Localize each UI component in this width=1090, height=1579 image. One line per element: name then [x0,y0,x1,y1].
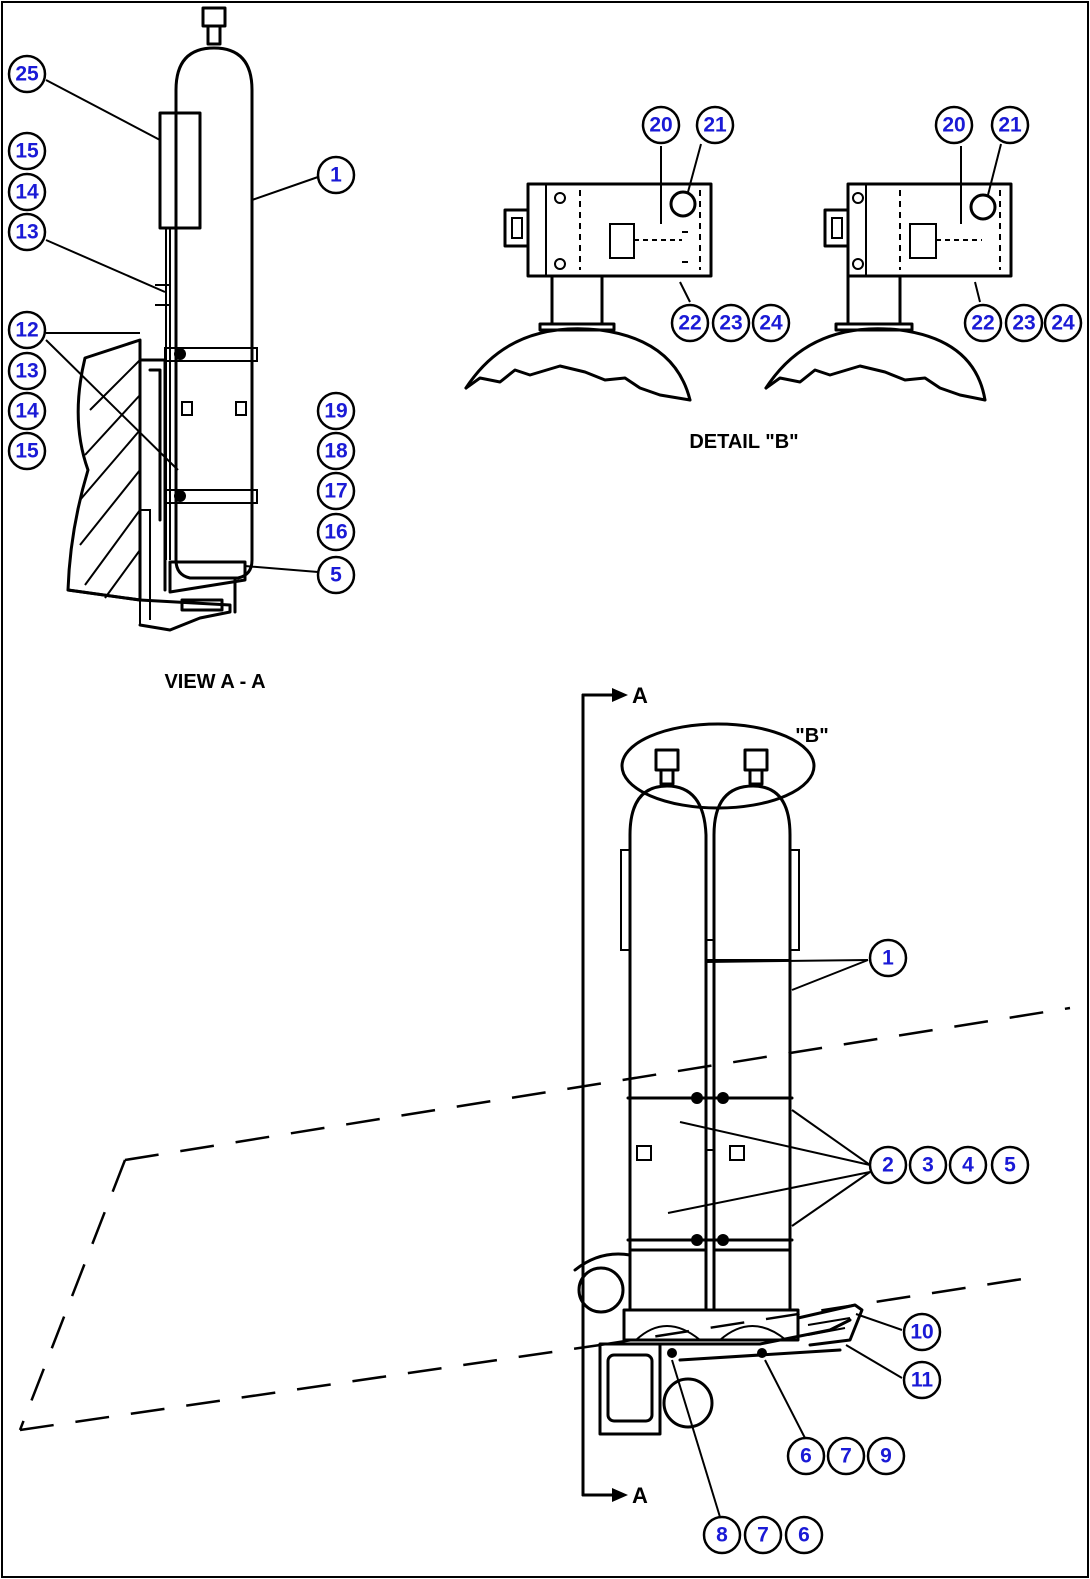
view-aa-drawing [66,6,258,632]
svg-text:24: 24 [1051,312,1075,335]
svg-text:14: 14 [15,181,39,204]
view-aa-leaders [45,79,319,573]
main-leaders [667,959,903,1518]
callout-14: 14 [7,172,47,212]
svg-text:17: 17 [324,480,347,503]
svg-text:13: 13 [15,221,38,244]
svg-text:23: 23 [719,312,742,335]
callout-1: 1 [316,155,356,195]
callout-19: 19 [316,391,356,431]
callout-18: 18 [316,431,356,471]
callout-24: 24 [751,303,791,343]
callout-12: 12 [7,310,47,350]
svg-text:22: 22 [971,312,994,335]
svg-text:24: 24 [759,312,783,335]
callout-20: 20 [934,105,974,145]
callout-22: 22 [670,303,710,343]
callout-11: 11 [902,1360,942,1400]
detail-b-leaders [660,143,1002,303]
svg-text:11: 11 [911,1369,934,1392]
svg-text:2: 2 [882,1154,894,1177]
svg-text:9: 9 [880,1445,892,1468]
svg-text:4: 4 [962,1154,974,1177]
svg-text:14: 14 [15,400,39,423]
svg-text:6: 6 [800,1445,812,1468]
svg-text:12: 12 [15,319,38,342]
svg-text:13: 13 [15,360,38,383]
svg-text:7: 7 [757,1524,769,1547]
callout-22: 22 [963,303,1003,343]
svg-text:6: 6 [798,1524,810,1547]
svg-text:21: 21 [998,114,1022,137]
callout-13: 13 [7,212,47,252]
callout-5: 5 [990,1145,1030,1185]
svg-text:3: 3 [922,1154,934,1177]
svg-text:8: 8 [716,1524,728,1547]
svg-text:20: 20 [942,114,965,137]
callout-6: 6 [786,1436,826,1476]
detail-b-marker-ellipse [620,722,816,810]
callout-25: 25 [7,54,47,94]
callout-5: 5 [316,555,356,595]
detail-b-left [464,182,713,402]
svg-text:10: 10 [910,1321,933,1344]
callout-2: 2 [868,1145,908,1185]
callout-8: 8 [702,1515,742,1555]
floor-outline [18,1006,1071,1432]
svg-text:18: 18 [324,440,348,463]
callout-17: 17 [316,471,356,511]
callout-10: 10 [902,1312,942,1352]
svg-text:5: 5 [1004,1154,1016,1177]
callout-23: 23 [1004,303,1044,343]
svg-text:1: 1 [330,164,342,187]
callout-9: 9 [866,1436,906,1476]
main-cylinders [573,748,864,1436]
svg-text:5: 5 [330,564,342,587]
callout-1: 1 [868,938,908,978]
callout-7: 7 [826,1436,866,1476]
svg-text:7: 7 [840,1445,852,1468]
callout-24: 24 [1043,303,1083,343]
svg-text:15: 15 [15,140,39,163]
callout-3: 3 [908,1145,948,1185]
callout-16: 16 [316,512,356,552]
callout-7: 7 [743,1515,783,1555]
section-label-top: A [632,683,648,708]
callout-15: 15 [7,131,47,171]
callout-23: 23 [711,303,751,343]
svg-text:23: 23 [1012,312,1035,335]
callout-6: 6 [784,1515,824,1555]
callout-21: 21 [695,105,735,145]
callout-21: 21 [990,105,1030,145]
svg-text:1: 1 [882,947,894,970]
callout-20: 20 [641,105,681,145]
callout-15: 15 [7,431,47,471]
detail-b-caption: DETAIL "B" [689,431,798,453]
section-line-aa [581,688,628,1502]
detail-b-marker: "B" [795,725,828,747]
svg-text:15: 15 [15,440,39,463]
callout-13: 13 [7,351,47,391]
callout-14: 14 [7,391,47,431]
svg-text:19: 19 [324,400,347,423]
svg-text:20: 20 [649,114,672,137]
svg-text:16: 16 [324,521,347,544]
detail-b-right [764,182,1013,402]
svg-text:21: 21 [703,114,727,137]
svg-text:25: 25 [15,63,39,86]
section-label-bottom: A [632,1483,648,1508]
callout-4: 4 [948,1145,988,1185]
svg-text:22: 22 [678,312,701,335]
view-aa-caption: VIEW A - A [164,671,265,693]
